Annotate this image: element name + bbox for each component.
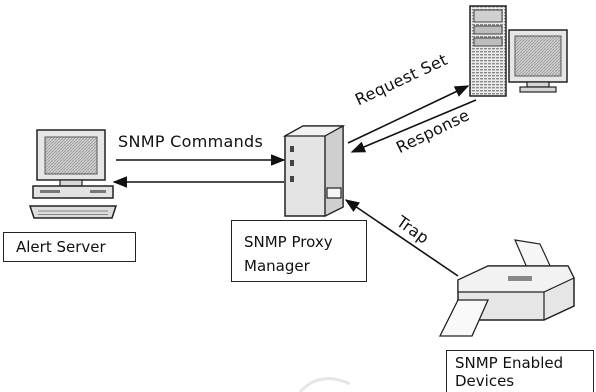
alert-server-computer-icon bbox=[28, 129, 118, 219]
snmp-commands-label: SNMP Commands bbox=[118, 132, 264, 151]
remote-workstation-icon bbox=[469, 5, 568, 97]
proxy-manager-label-box: SNMP Proxy Manager bbox=[231, 220, 367, 282]
enabled-devices-label-line2: Devices bbox=[455, 372, 515, 390]
request-set-arrow bbox=[347, 85, 470, 144]
proxy-manager-server-icon bbox=[282, 124, 346, 217]
alert-server-label-box: Alert Server bbox=[3, 232, 136, 262]
watermark-mark bbox=[298, 377, 351, 392]
trap-arrow bbox=[344, 199, 459, 277]
response-arrow bbox=[350, 99, 477, 153]
enabled-devices-label-box: SNMP Enabled Devices bbox=[446, 350, 594, 392]
alert-server-label: Alert Server bbox=[16, 238, 106, 256]
enabled-devices-label-line1: SNMP Enabled bbox=[455, 354, 564, 372]
printer-device-icon bbox=[438, 239, 575, 337]
proxy-manager-label-line1: SNMP Proxy bbox=[244, 233, 333, 251]
proxy-manager-label-line2: Manager bbox=[244, 257, 310, 275]
